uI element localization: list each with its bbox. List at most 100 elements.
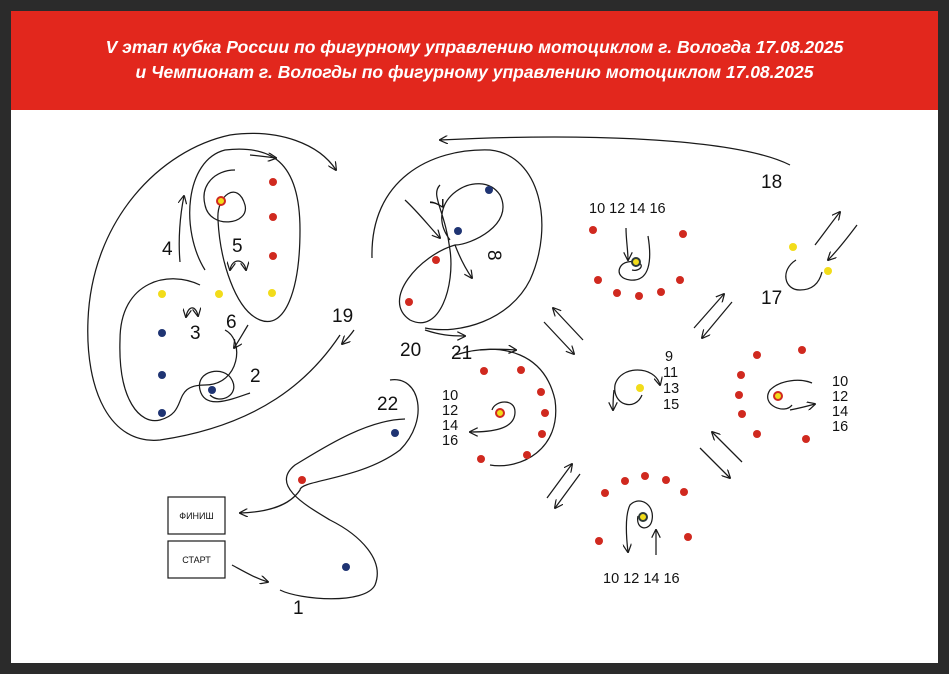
cone-yellow xyxy=(215,290,223,298)
track-22-s-curve xyxy=(279,418,406,600)
cone-red xyxy=(798,346,806,354)
track-top-circle-loop xyxy=(618,235,651,281)
track-17-arrow-a xyxy=(814,212,840,246)
cone-red xyxy=(680,488,688,496)
center-number: 15 xyxy=(663,397,679,413)
cone-red-ringed xyxy=(773,391,783,401)
cone-red xyxy=(594,276,602,284)
cone-red xyxy=(662,476,670,484)
label-20: 20 xyxy=(400,340,421,361)
cone-red xyxy=(541,409,549,417)
cone-yellow xyxy=(158,290,166,298)
cone-red xyxy=(269,178,277,186)
arrow-pair-4b xyxy=(555,473,581,508)
arrow-pair-2a xyxy=(693,294,724,329)
cones xyxy=(158,178,832,571)
label-2: 2 xyxy=(250,366,261,387)
cone-red xyxy=(601,489,609,497)
cone-red xyxy=(480,367,488,375)
center-numbers: 9 11 13 15 xyxy=(663,349,679,413)
track-5-arrows xyxy=(230,260,246,270)
track-paths xyxy=(87,132,858,600)
label-8: 8 xyxy=(483,250,504,261)
arrow-pair-1a xyxy=(543,321,574,354)
track-center-spiral xyxy=(614,369,660,406)
track-start-arrow xyxy=(231,564,268,582)
right-circle-numbers: 10 12 14 16 xyxy=(832,374,848,435)
track-7-arrow xyxy=(404,199,440,238)
cone-red xyxy=(405,298,413,306)
element-numbers: 1 2 3 4 5 6 7 8 18 17 19 20 21 22 xyxy=(162,172,782,619)
cone-red xyxy=(537,388,545,396)
cone-blue xyxy=(454,227,462,235)
cone-red xyxy=(753,351,761,359)
label-17: 17 xyxy=(761,288,782,309)
label-7: 7 xyxy=(425,198,446,209)
left-circle-number: 10 xyxy=(442,388,458,404)
cone-blue xyxy=(391,429,399,437)
track-center-down xyxy=(613,389,614,410)
left-circle-number: 12 xyxy=(442,403,458,419)
cone-red xyxy=(432,256,440,264)
track-right-circle xyxy=(767,379,813,410)
cone-red xyxy=(298,476,306,484)
arrow-pair-3a xyxy=(699,447,730,478)
track-outer-loop xyxy=(87,132,341,441)
cone-red-ringed xyxy=(216,196,226,206)
cone-red xyxy=(737,371,745,379)
scheme-sheet: V этап кубка России по фигурному управле… xyxy=(11,11,938,663)
track-bottom-circle xyxy=(626,500,653,552)
right-circle-number: 10 xyxy=(832,374,848,390)
center-number: 11 xyxy=(663,365,678,381)
cone-red xyxy=(523,451,531,459)
title-line-1: V этап кубка России по фигурному управле… xyxy=(105,37,844,57)
title-banner: V этап кубка России по фигурному управле… xyxy=(11,11,938,110)
label-18: 18 xyxy=(761,172,782,193)
cone-dark-ringed xyxy=(638,512,648,522)
right-circle-number: 16 xyxy=(832,419,848,435)
label-19: 19 xyxy=(332,306,353,327)
cone-red xyxy=(735,391,743,399)
cone-blue xyxy=(208,386,216,394)
cone-red xyxy=(802,435,810,443)
track-18-arrow xyxy=(440,137,791,166)
arrow-pair-3b xyxy=(712,432,743,463)
track-17-arrow-b xyxy=(828,224,858,260)
track-4-entry xyxy=(179,196,184,263)
track-8-arrow xyxy=(454,244,472,278)
track-top-arrow xyxy=(249,155,276,158)
cone-red xyxy=(679,230,687,238)
left-circle-numbers: 10 12 14 16 xyxy=(442,388,458,449)
label-3: 3 xyxy=(190,323,201,344)
label-6: 6 xyxy=(226,312,237,333)
cone-red xyxy=(517,366,525,374)
cone-blue xyxy=(158,371,166,379)
track-figure-eight xyxy=(398,183,504,324)
track-left-lower xyxy=(119,278,238,422)
left-circle-number: 16 xyxy=(442,433,458,449)
cone-red xyxy=(269,213,277,221)
cone-red xyxy=(538,430,546,438)
track-top-circle xyxy=(626,227,628,260)
title-line-2: и Чемпионат г. Вологды по фигурному упра… xyxy=(135,62,814,82)
finish-box: ФИНИШ xyxy=(167,496,226,535)
track-21-arrow xyxy=(479,349,516,350)
cone-red xyxy=(613,289,621,297)
label-22: 22 xyxy=(377,394,398,415)
label-4: 4 xyxy=(162,239,173,260)
start-box: СТАРТ xyxy=(167,540,226,579)
label-21: 21 xyxy=(451,343,472,364)
cone-red xyxy=(589,226,597,234)
track-right-in xyxy=(789,404,815,411)
cone-red xyxy=(676,276,684,284)
cone-dark-ringed xyxy=(631,257,641,267)
cone-yellow xyxy=(824,267,832,275)
cone-yellow xyxy=(636,384,644,392)
cone-yellow xyxy=(268,289,276,297)
track-20-arrow xyxy=(424,329,465,336)
cone-red xyxy=(641,472,649,480)
right-circle-number: 14 xyxy=(832,404,848,420)
right-circle-number: 12 xyxy=(832,389,848,405)
arrow-pair-2b xyxy=(702,301,733,338)
